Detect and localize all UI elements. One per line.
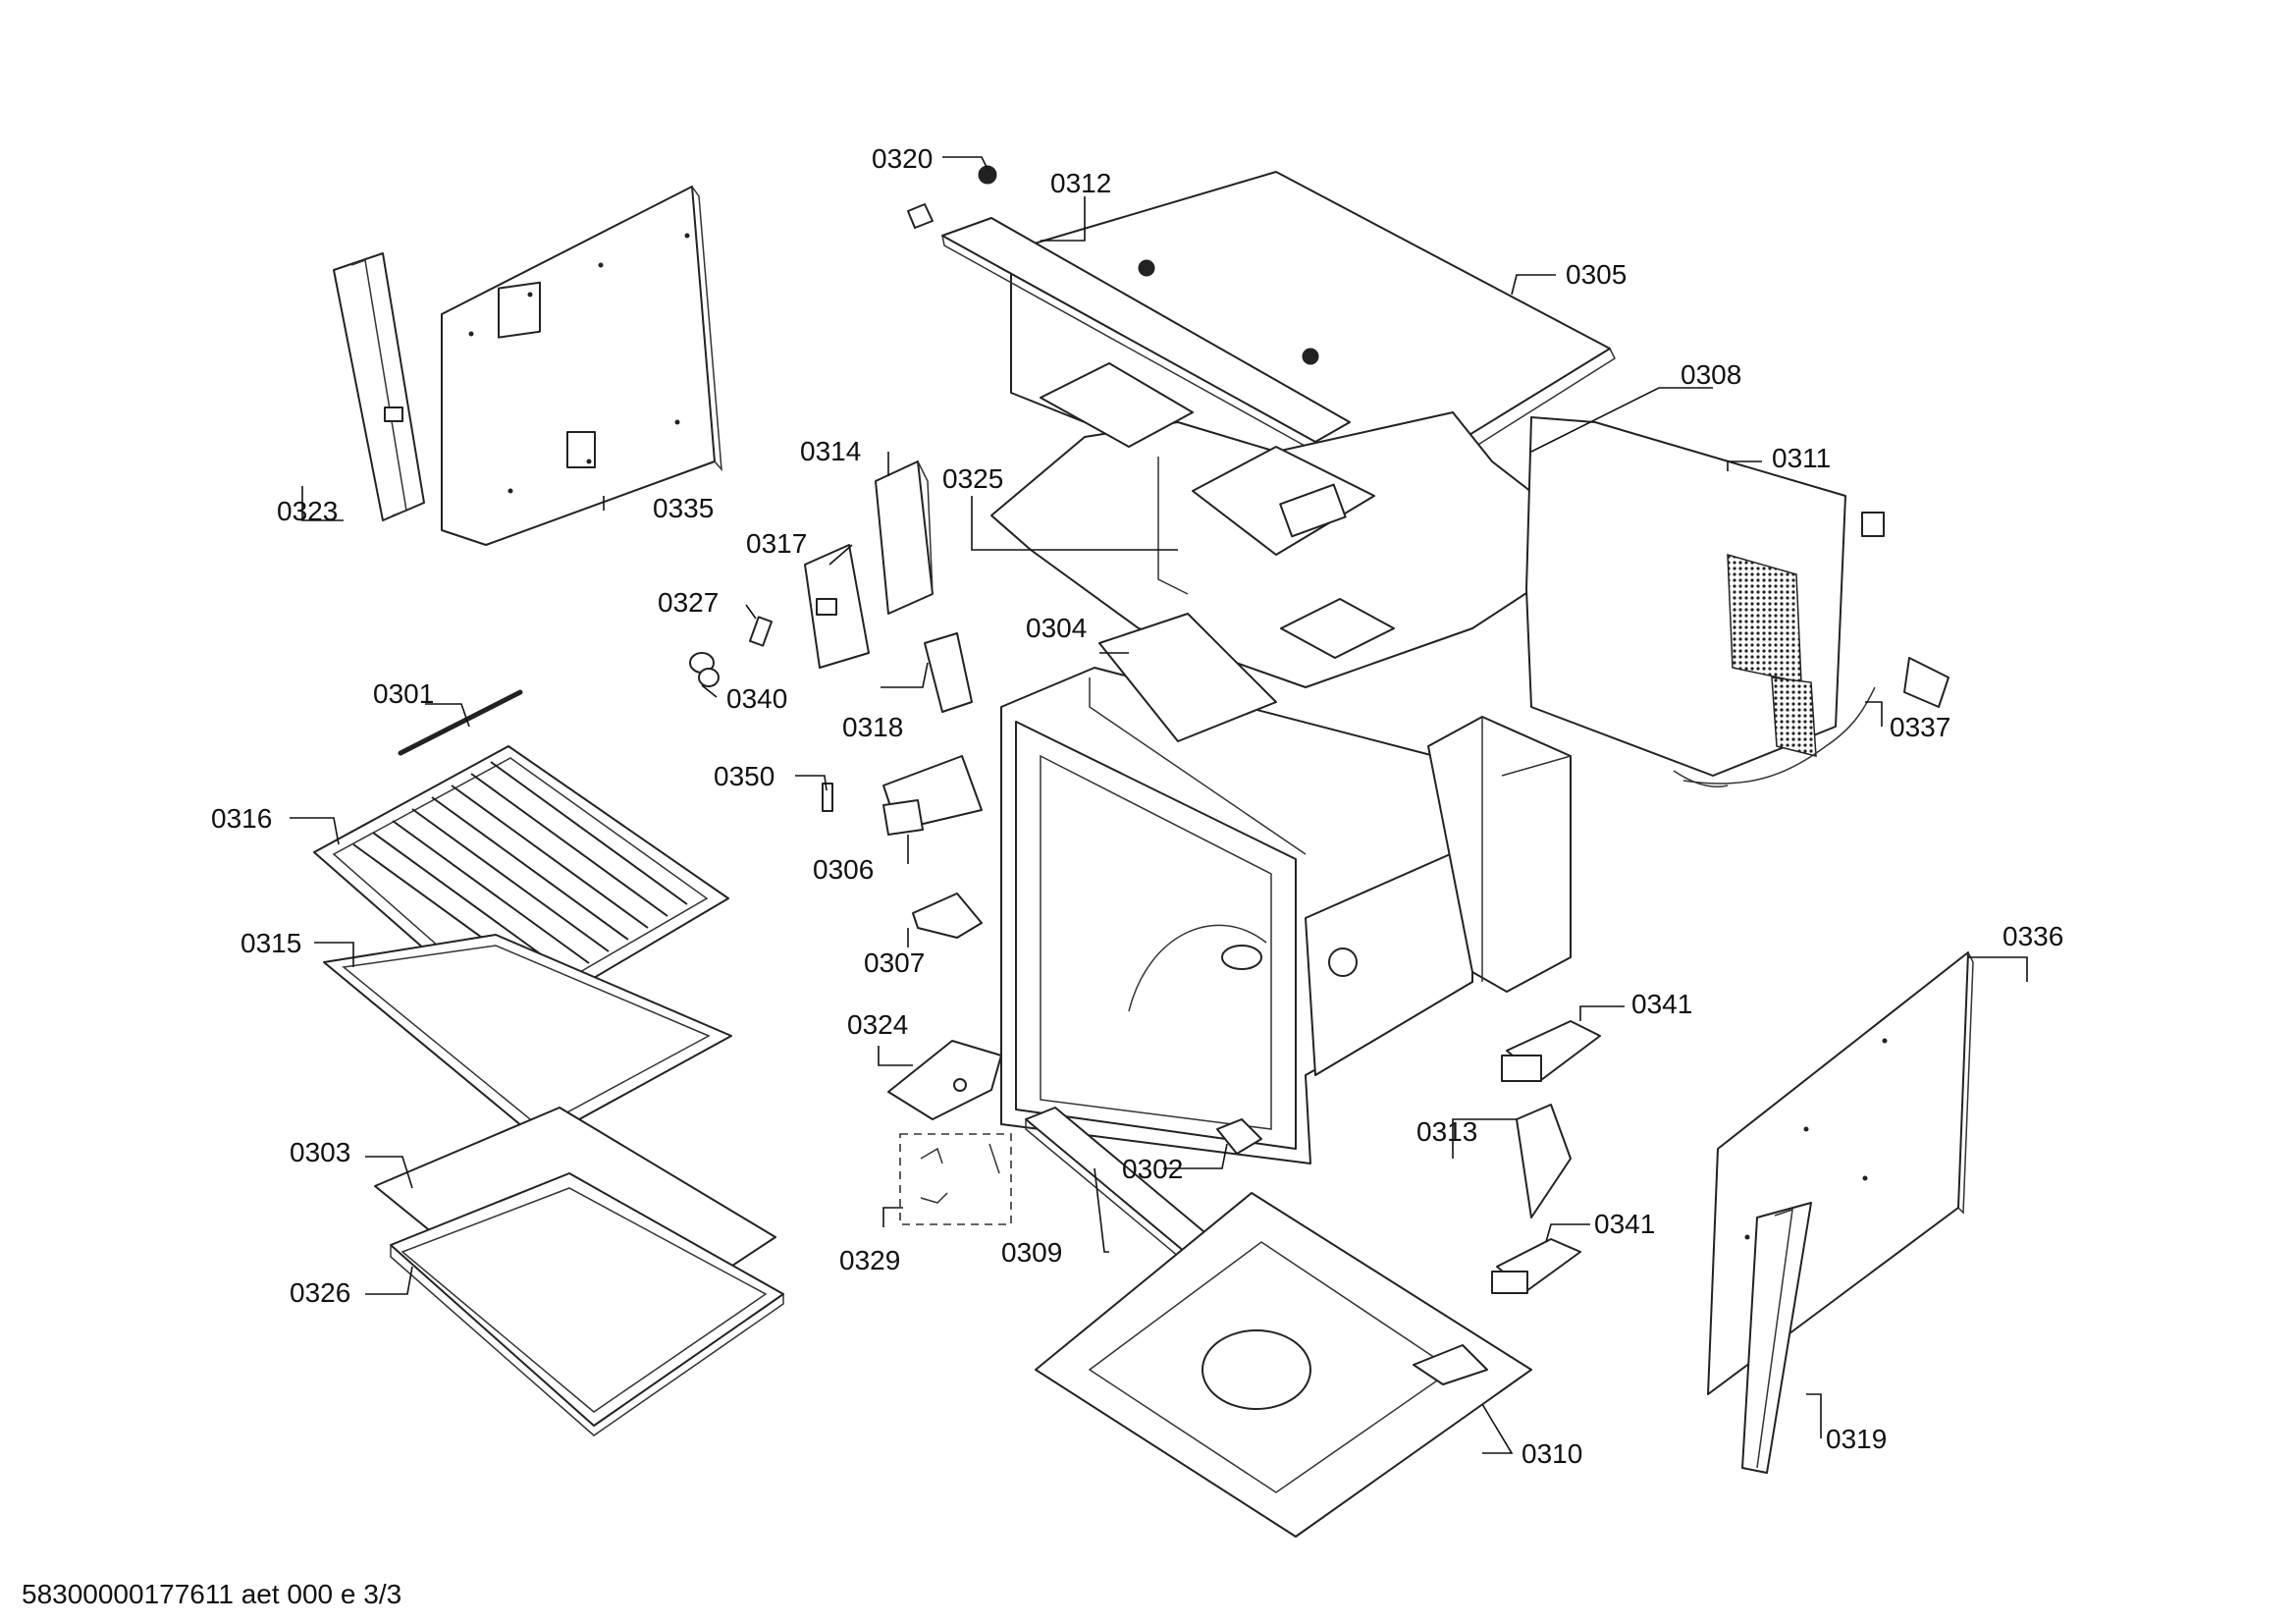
oven-cavity <box>1000 667 1473 1164</box>
label-0305: 0305 <box>1566 259 1627 290</box>
back-clip <box>1861 512 1885 537</box>
label-0350: 0350 <box>714 761 774 791</box>
label-0304: 0304 <box>1026 613 1087 643</box>
frame-tray <box>323 934 732 1142</box>
label-0337: 0337 <box>1890 712 1950 742</box>
switch-0340 <box>689 652 720 687</box>
label-0308: 0308 <box>1681 359 1741 390</box>
label-0306: 0306 <box>813 854 874 885</box>
oven-rack <box>313 745 729 1027</box>
label-0315: 0315 <box>240 928 301 958</box>
sensor-0327 <box>748 616 774 647</box>
label-0311: 0311 <box>1772 443 1831 473</box>
mounting-plate <box>990 362 1601 688</box>
label-0335: 0335 <box>653 493 714 523</box>
label-0317: 0317 <box>746 528 807 559</box>
bottom-plate <box>1035 1192 1532 1538</box>
label-0301: 0301 <box>373 678 434 709</box>
label-0336: 0336 <box>2002 921 2063 951</box>
label-0310: 0310 <box>1522 1438 1582 1469</box>
label-0312: 0312 <box>1050 168 1111 198</box>
label-0316: 0316 <box>211 803 272 834</box>
hinge-0306 <box>882 755 983 836</box>
label-0313: 0313 <box>1416 1116 1477 1147</box>
stirrer-plate-0324 <box>887 1040 1002 1120</box>
label-0318: 0318 <box>842 712 903 742</box>
label-0341-bottom: 0341 <box>1594 1209 1655 1239</box>
rod <box>398 689 523 756</box>
label-0341-top: 0341 <box>1631 989 1692 1019</box>
baking-tray <box>390 1172 784 1436</box>
latch-0341-top <box>1501 1020 1601 1082</box>
label-0329: 0329 <box>839 1245 900 1275</box>
bracket-0317 <box>804 544 870 669</box>
leader-lines <box>290 156 2028 1454</box>
label-0320: 0320 <box>872 143 933 174</box>
latch-0341-bottom <box>1491 1238 1581 1294</box>
kit-0329 <box>899 1133 1012 1225</box>
mica-plate <box>924 632 973 713</box>
label-0309: 0309 <box>1001 1237 1062 1268</box>
label-0314: 0314 <box>800 436 861 466</box>
label-0340: 0340 <box>726 683 787 714</box>
latch-0313 <box>1516 1104 1572 1218</box>
label-0326: 0326 <box>290 1277 350 1308</box>
bracket-0307 <box>912 893 983 939</box>
power-cable <box>1673 657 1949 787</box>
shield-plate <box>1098 613 1277 742</box>
top-plug <box>978 165 997 185</box>
label-0319: 0319 <box>1826 1424 1887 1454</box>
motor-0302 <box>1216 1118 1262 1155</box>
side-panel-right <box>1707 951 1974 1395</box>
transformer-box <box>1427 716 1572 993</box>
bracket-0314 <box>875 460 934 615</box>
back-panel <box>1525 416 1846 777</box>
label-0303: 0303 <box>290 1137 350 1167</box>
label-0325: 0325 <box>942 463 1003 494</box>
rail-left <box>333 252 425 521</box>
label-0307: 0307 <box>864 947 925 978</box>
label-0302: 0302 <box>1122 1154 1183 1184</box>
label-0327: 0327 <box>658 587 719 618</box>
document-id: 58300000177611 aet 000 e 3/3 <box>22 1579 401 1609</box>
part-labels: 0320 0312 0305 0308 0311 0314 0325 0317 … <box>211 143 2063 1469</box>
label-0323: 0323 <box>277 496 338 526</box>
small-clip <box>907 203 934 229</box>
rail-right <box>1741 1202 1812 1474</box>
label-0324: 0324 <box>847 1009 908 1040</box>
pin-0350 <box>822 783 833 812</box>
side-panel-left <box>441 186 722 546</box>
